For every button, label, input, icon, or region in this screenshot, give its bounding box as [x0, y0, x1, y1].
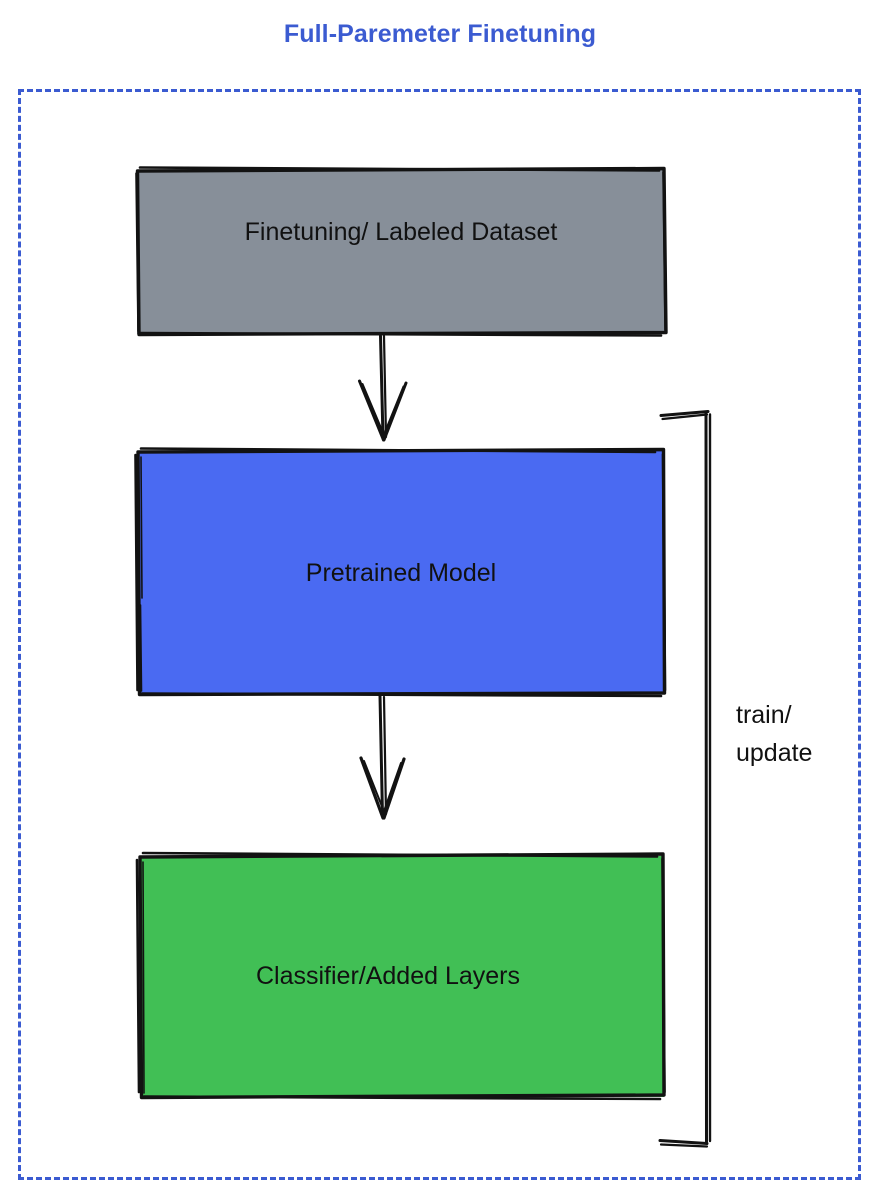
- node-finetuning-labeled-dataset[interactable]: Finetuning/ Labeled Dataset: [137, 170, 665, 334]
- edge-label-line-2: update: [736, 739, 813, 767]
- node-classifier-added-layers[interactable]: Classifier/Added Layers: [140, 856, 664, 1097]
- arrow-pretrained-to-classifier: [359, 694, 406, 820]
- page-title: Full-Paremeter Finetuning: [283, 20, 597, 48]
- node-fill-gray: [137, 170, 665, 334]
- node-pretrained-model[interactable]: Pretrained Model: [138, 451, 664, 694]
- node-label-classifier: Classifier/Added Layers: [255, 962, 520, 990]
- arrow-dataset-to-pretrained: [358, 334, 408, 442]
- edge-label-train-update: train/ update: [736, 696, 812, 772]
- edge-label-line-1: train/: [736, 701, 792, 729]
- node-label-dataset: Finetuning/ Labeled Dataset: [244, 218, 558, 246]
- feedback-bracket: [658, 410, 712, 1148]
- node-label-pretrained: Pretrained Model: [305, 559, 497, 587]
